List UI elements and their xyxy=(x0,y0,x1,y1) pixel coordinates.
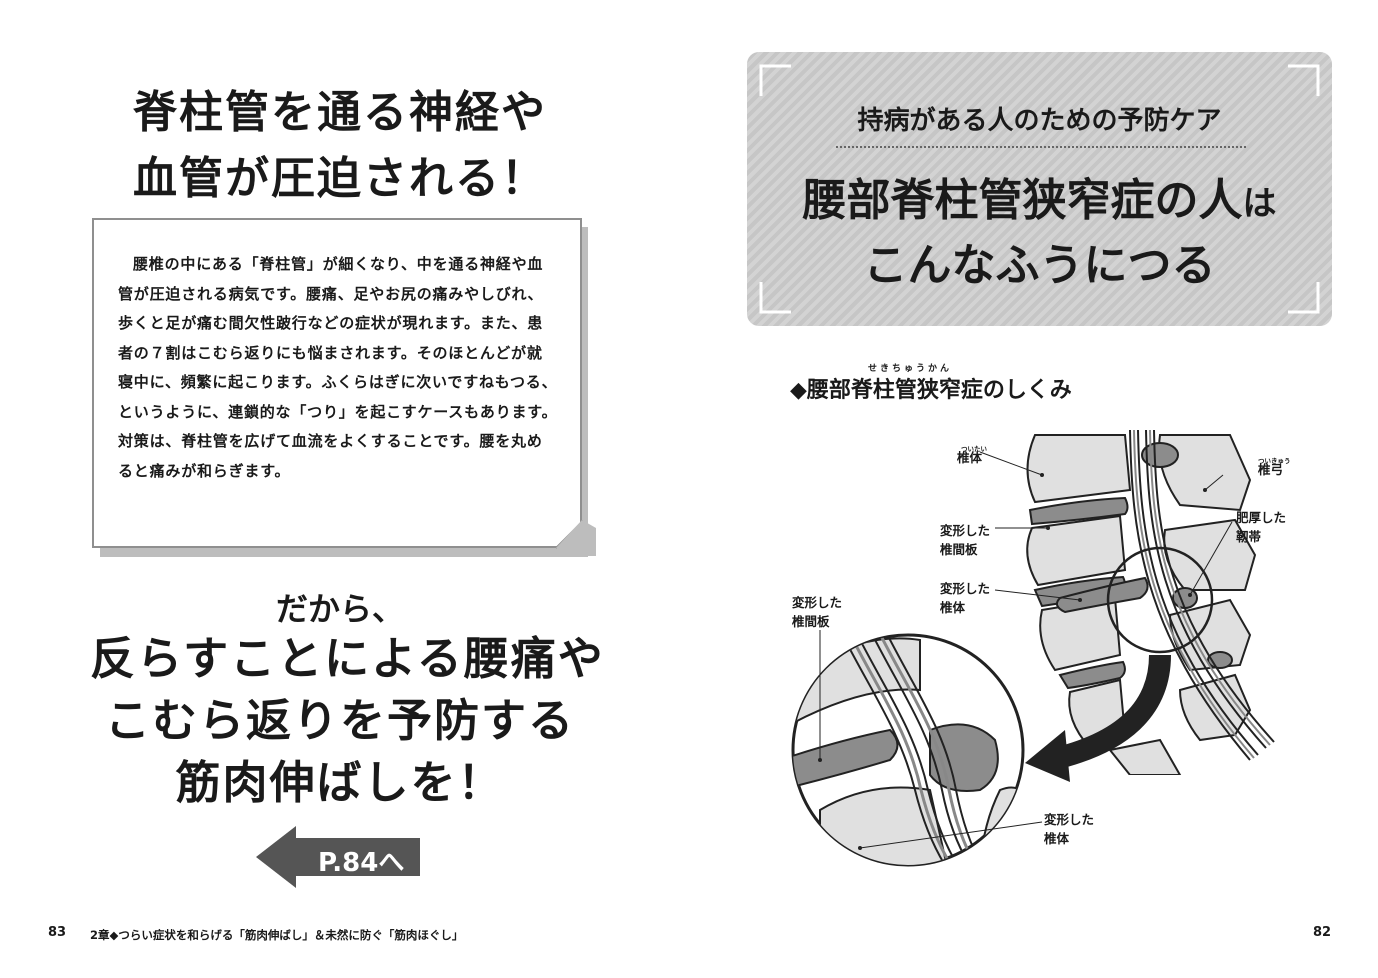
header-dotted-divider xyxy=(836,146,1246,148)
header-corner-brackets xyxy=(759,64,1320,314)
section-title-ruby: せきちゅうかん xyxy=(868,364,953,374)
label-deformed-body-line-1: 変形した xyxy=(940,581,991,596)
left-title-line-2: 血管が圧迫される！ xyxy=(133,153,547,204)
label-deformed-disc: 変形した 椎間板 xyxy=(940,521,990,559)
label-vertebral-arch-ruby: ついきゅう xyxy=(1258,457,1291,465)
right-page-number: 82 xyxy=(1313,925,1332,940)
label-deformed-body: 変形した 椎体 xyxy=(940,579,990,617)
header-main-line-1b: は xyxy=(1242,184,1277,224)
label-zoom-body: 変形した 椎体 xyxy=(1044,810,1094,848)
label-thick-ligament-line-1: 肥厚した xyxy=(1236,510,1287,525)
left-arrow-icon[interactable] xyxy=(256,826,420,888)
label-zoom-disc-line-2: 椎間板 xyxy=(792,614,830,629)
label-vertebral-arch: 椎弓 xyxy=(1258,462,1284,477)
header-main-line-2: こんなふうにつる xyxy=(863,240,1216,291)
section-title: ◆腰部脊柱管狭窄症のしくみ xyxy=(790,378,1072,403)
spine-illustration xyxy=(791,430,1275,867)
label-deformed-disc-line-1: 変形した xyxy=(940,523,991,538)
header-main-title: 腰部脊柱管狭窄症の人は こんなふうにつる xyxy=(747,170,1332,297)
explanation-paragraph: 腰椎の中にある「脊柱管」が細くなり、中を通る神経や血管が圧迫される病気です。腰痛… xyxy=(118,255,558,480)
text-box-folded-corner xyxy=(556,520,596,556)
label-vertebral-body: 椎体 xyxy=(957,450,983,465)
label-thick-ligament: 肥厚した 靭帯 xyxy=(1236,508,1286,546)
label-deformed-disc-line-2: 椎間板 xyxy=(940,542,978,557)
cta-line-3: 筋肉伸ばしを！ xyxy=(175,756,505,809)
label-thick-ligament-line-2: 靭帯 xyxy=(1236,529,1262,544)
left-page-number: 83 xyxy=(48,925,67,940)
label-zoom-disc: 変形した 椎間板 xyxy=(792,593,842,631)
label-zoom-body-line-1: 変形した xyxy=(1044,812,1095,827)
page-link-label[interactable]: P.84へ xyxy=(318,848,405,878)
label-zoom-body-line-2: 椎体 xyxy=(1044,831,1070,846)
left-page-title: 脊柱管を通る神経や 血管が圧迫される！ xyxy=(90,80,590,212)
explanation-box xyxy=(92,218,582,548)
label-zoom-disc-line-1: 変形した xyxy=(792,595,843,610)
explanation-text: 腰椎の中にある「脊柱管」が細くなり、中を通る神経や血管が圧迫される病気です。腰痛… xyxy=(118,250,558,486)
header-main-line-1a: 腰部脊柱管狭窄症の人 xyxy=(802,175,1243,226)
left-title-line-1: 脊柱管を通る神経や xyxy=(133,87,547,138)
so-line: だから、 xyxy=(275,590,404,628)
header-box xyxy=(747,52,1332,326)
label-deformed-body-line-2: 椎体 xyxy=(940,600,966,615)
call-to-action: 反らすことによる腰痛や こむら返りを予防する 筋肉伸ばしを！ xyxy=(90,628,605,814)
chapter-footer: 2章◆つらい症状を和らげる「筋肉伸ばし」＆未然に防ぐ「筋肉ほぐし」 xyxy=(90,928,464,942)
cta-line-1: 反らすことによる腰痛や xyxy=(90,632,605,685)
cta-line-2: こむら返りを予防する xyxy=(104,694,575,747)
label-vertebral-body-ruby: ついたい xyxy=(961,445,987,453)
header-subtitle: 持病がある人のための予防ケア xyxy=(857,106,1222,136)
